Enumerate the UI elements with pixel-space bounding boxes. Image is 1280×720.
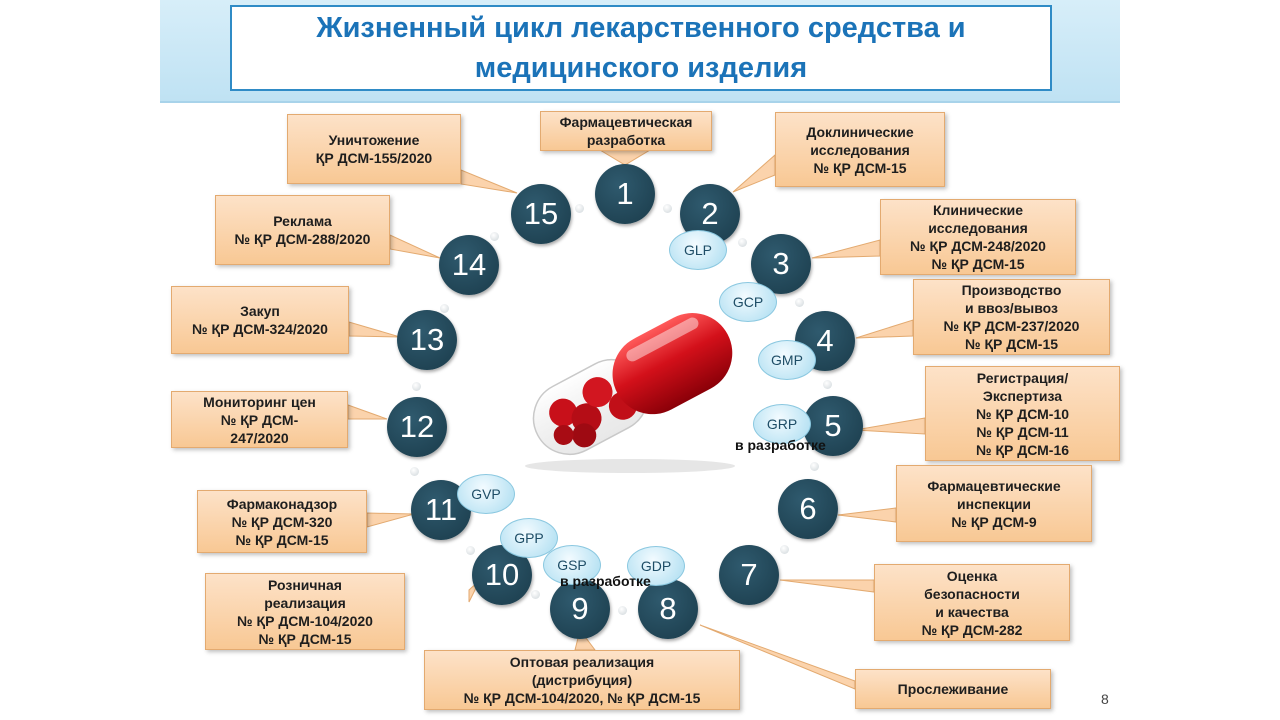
gcp-badge: GCP (719, 282, 777, 322)
ring-dot (440, 304, 449, 313)
stage-6-node: 6 (778, 479, 838, 539)
stage-1-node: 1 (595, 164, 655, 224)
stage-6-label: Фармацевтические инспекции № ҚР ДСМ-9 (896, 465, 1092, 542)
connector-5 (854, 417, 926, 435)
stage-13-node: 13 (397, 310, 457, 370)
stage-11-label: Фармаконадзор № ҚР ДСМ-320 № ҚР ДСМ-15 (197, 490, 367, 553)
ring-dot (823, 380, 832, 389)
gmp-badge: GMP (758, 340, 816, 380)
ring-dot (738, 238, 747, 247)
stage-12-label: Мониторинг цен № ҚР ДСМ- 247/2020 (171, 391, 348, 448)
connector-7 (779, 579, 875, 593)
ring-dot (663, 204, 672, 213)
stage-7-node: 7 (719, 545, 779, 605)
ring-dot (466, 546, 475, 555)
ring-dot (618, 606, 627, 615)
ring-dot (780, 545, 789, 554)
capsule-illustration (525, 313, 735, 473)
ring-dot (795, 298, 804, 307)
gvp-badge: GVP (457, 474, 515, 514)
ring-dot (412, 382, 421, 391)
stage-3-node: 3 (751, 234, 811, 294)
ring-dot (810, 462, 819, 471)
stage-4-label: Производство и ввоз/вывоз № ҚР ДСМ-237/2… (913, 279, 1110, 355)
stage-5-node: 5 (803, 396, 863, 456)
connector-13 (348, 321, 401, 338)
grp-status-note: в разработке (735, 437, 826, 453)
stage-15-label: Уничтожение ҚР ДСМ-155/2020 (287, 114, 461, 184)
connector-6 (837, 507, 897, 523)
ring-dot (531, 590, 540, 599)
stage-7-label: Оценка безопасности и качества № ҚР ДСМ-… (874, 564, 1070, 641)
stage-14-label: Реклама № ҚР ДСМ-288/2020 (215, 195, 390, 265)
stage-1-label: Фармацевтическая разработка (540, 111, 712, 151)
connector-11 (366, 512, 415, 528)
stage-15-node: 15 (511, 184, 571, 244)
stage-12-node: 12 (387, 397, 447, 457)
gsp-status-note: в разработке (560, 573, 651, 589)
grp-badge: GRP (753, 404, 811, 444)
stage-10-label: Розничная реализация № ҚР ДСМ-104/2020 №… (205, 573, 405, 650)
stage-8-node: 8 (638, 579, 698, 639)
stage-5-label: Регистрация/ Экспертиза № ҚР ДСМ-10 № ҚР… (925, 366, 1120, 461)
connector-2 (732, 153, 776, 193)
gdp-badge: GDP (627, 546, 685, 586)
stage-13-label: Закуп № ҚР ДСМ-324/2020 (171, 286, 349, 354)
connector-1 (598, 149, 652, 166)
gpp-badge: GPP (500, 518, 558, 558)
ring-dot (410, 467, 419, 476)
stage-9-node: 9 (550, 579, 610, 639)
ring-dot (575, 204, 584, 213)
page-number: 8 (1101, 691, 1109, 707)
connector-14 (389, 234, 441, 259)
connector-3 (811, 239, 881, 259)
stage-2-label: Доклинические исследования № ҚР ДСМ-15 (775, 112, 945, 187)
slide-title: Жизненный цикл лекарственного средства и… (230, 5, 1052, 91)
connector-15 (460, 169, 518, 194)
stage-14-node: 14 (439, 235, 499, 295)
ring-dot (490, 232, 499, 241)
gsp-badge: GSP (543, 545, 601, 585)
connector-12 (347, 404, 388, 420)
stage-3-label: Клинические исследования № ҚР ДСМ-248/20… (880, 199, 1076, 275)
glp-badge: GLP (669, 230, 727, 270)
stage-8-label: Прослеживание (855, 669, 1051, 709)
stage-9-label: Оптовая реализация (дистрибуция) № ҚР ДС… (424, 650, 740, 710)
connector-4 (855, 319, 914, 339)
